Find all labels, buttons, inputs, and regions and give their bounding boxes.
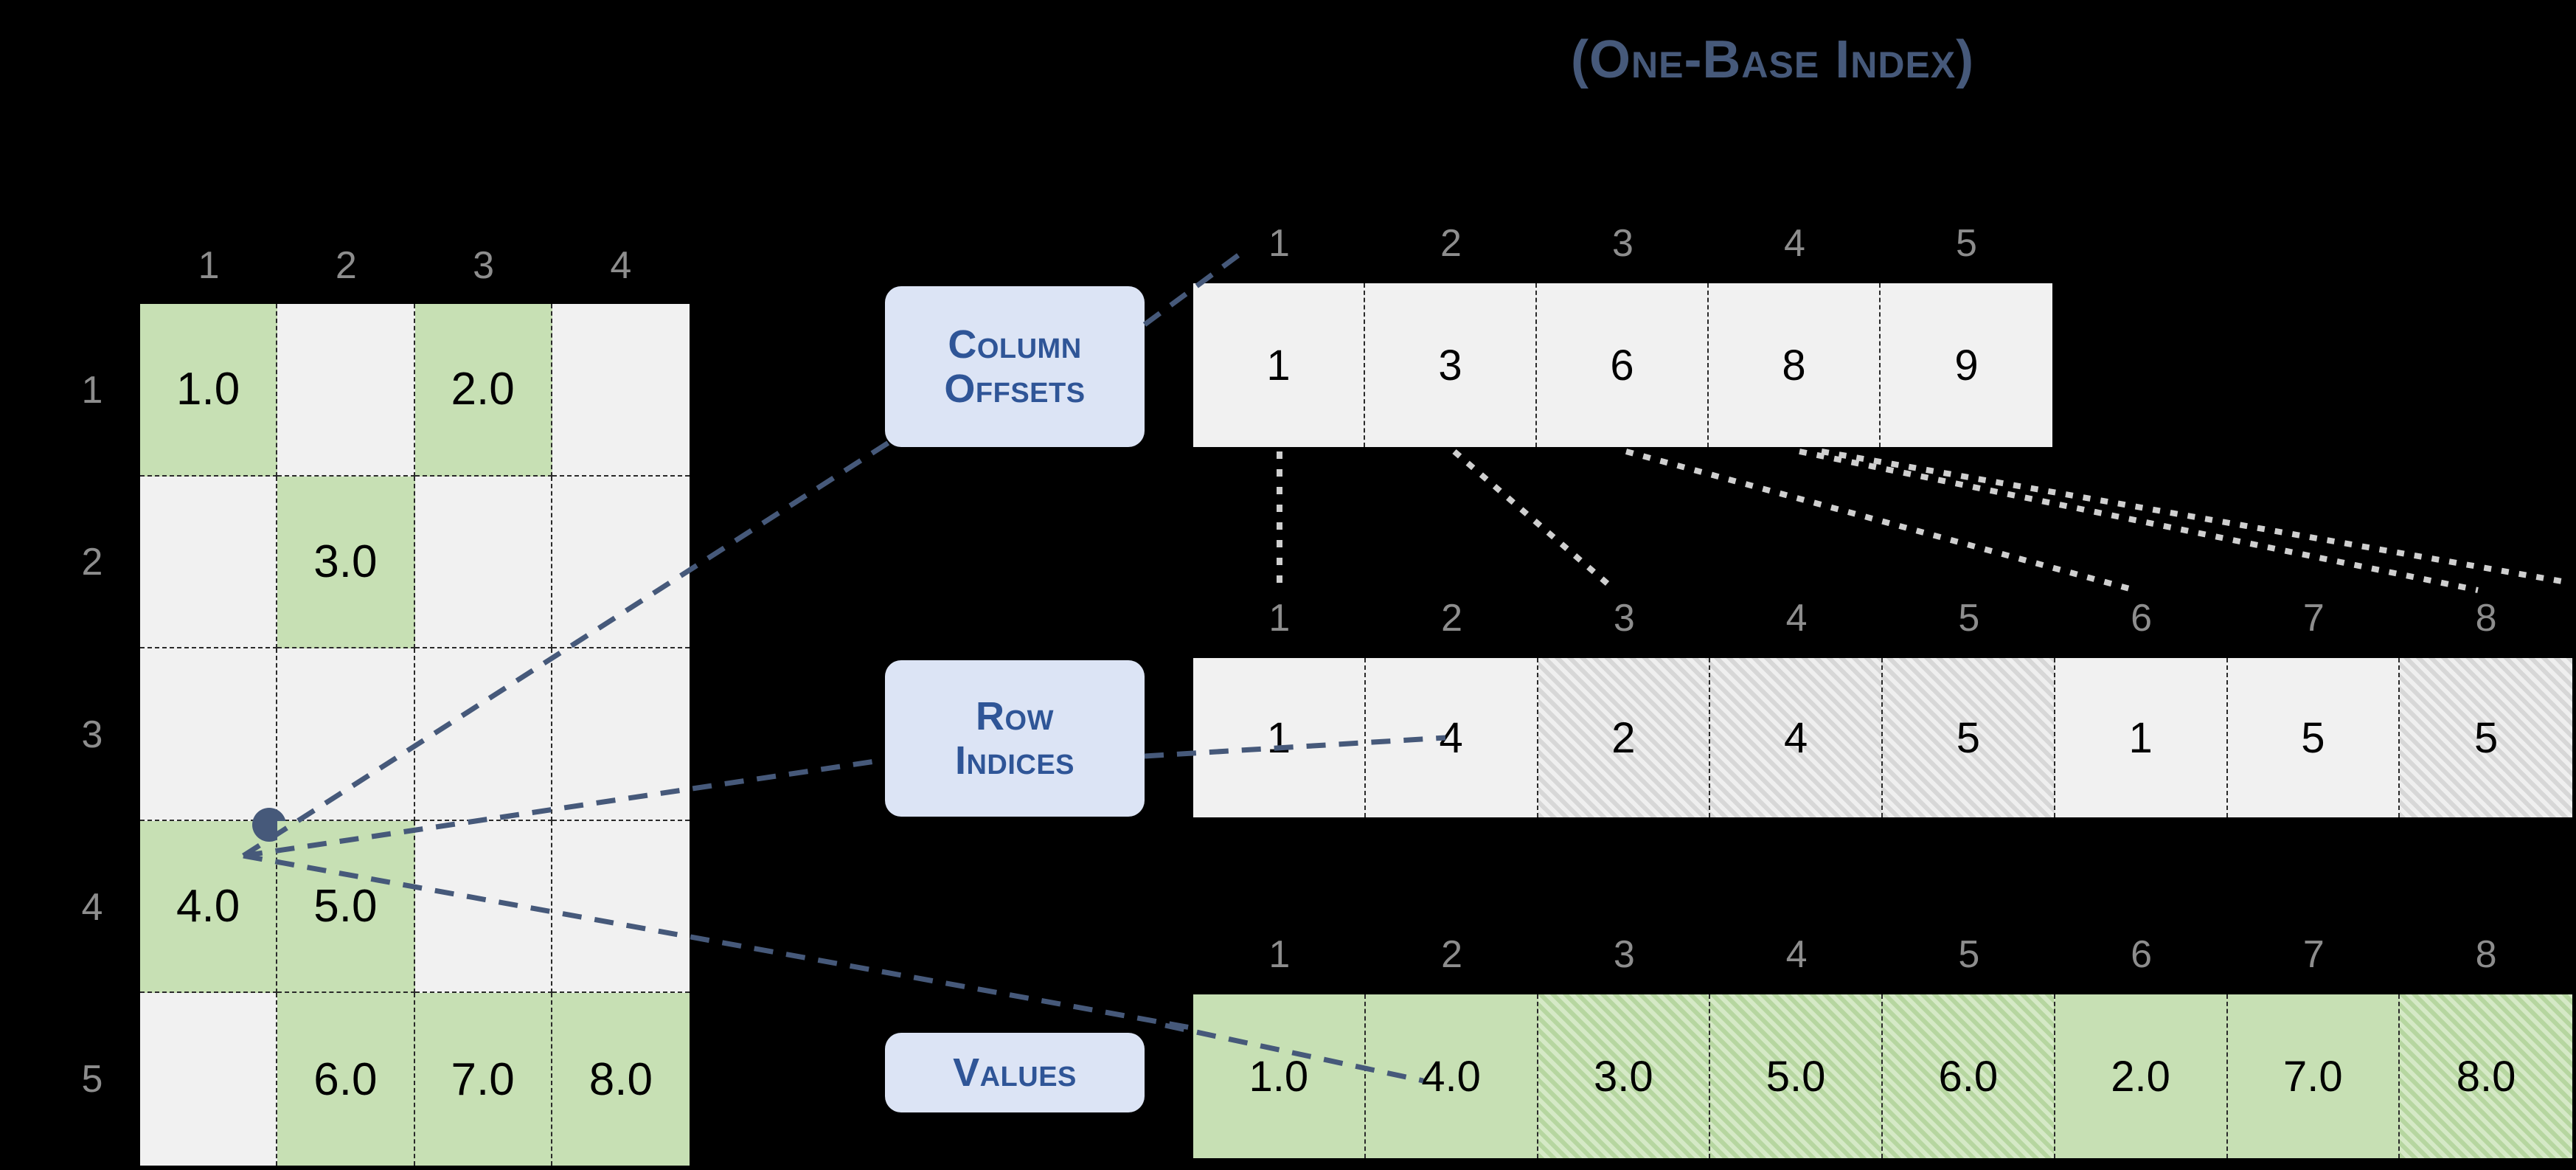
matrix-row-index-labels: 1 2 3 4 5 — [59, 304, 125, 1166]
matrix-cell-r5c2: 6.0 — [277, 993, 415, 1166]
row-indices-cell-2: 4 — [1366, 658, 1538, 817]
row-indices-cell-5: 5 — [1883, 658, 2055, 817]
values-cell-1: 1.0 — [1193, 994, 1366, 1158]
values-index-label-6: 6 — [2131, 933, 2153, 976]
matrix-cell-r4c1: 4.0 — [140, 807, 287, 994]
matrix-cell-r1c1: 1.0 — [140, 304, 278, 477]
values-cell-3: 3.0 — [1538, 994, 1711, 1158]
values-cell-2: 4.0 — [1366, 994, 1538, 1158]
offset-map-3 — [1625, 449, 2136, 593]
matrix-cell-r3c2 — [277, 648, 415, 821]
matrix-column-index-labels: 1 2 3 4 — [140, 243, 690, 288]
values-index-label-2: 2 — [1441, 933, 1463, 976]
matrix-row-label-1: 1 — [81, 368, 103, 412]
label-row-indices[interactable]: Row Indices — [885, 660, 1145, 817]
row-indices-cell-3: 2 — [1538, 658, 1711, 817]
label-row-indices-line2: Indices — [954, 738, 1075, 783]
row-indices-index-label-5: 5 — [1958, 597, 1980, 640]
values-cell-5: 6.0 — [1883, 994, 2055, 1158]
offset-map-2 — [1452, 449, 1617, 593]
column-offsets-index-label-5: 5 — [1956, 222, 1977, 265]
matrix-cell-r4c2: 5.0 — [277, 820, 415, 994]
label-row-indices-line1: Row — [976, 693, 1054, 738]
values-index-labels: 1 2 3 4 5 6 7 8 — [1193, 932, 2572, 977]
matrix-row-label-2: 2 — [81, 541, 103, 584]
column-offsets-cell-1: 1 — [1193, 283, 1365, 447]
column-offsets-cell-5: 9 — [1954, 341, 1979, 390]
matrix-cell-r5c4: 8.0 — [552, 993, 690, 1166]
column-offsets-index-label-3: 3 — [1612, 222, 1634, 265]
matrix-col-label-2: 2 — [335, 244, 357, 287]
offset-map-4 — [1799, 449, 2479, 593]
matrix-cell-r2c1 — [140, 476, 278, 649]
matrix-col-label-1: 1 — [198, 244, 220, 287]
label-values-line1: Values — [953, 1050, 1077, 1095]
row-indices-index-label-1: 1 — [1268, 597, 1291, 640]
matrix-col-label-4: 4 — [610, 244, 632, 287]
matrix-cell-r5c1 — [140, 993, 278, 1166]
matrix-row-label-5: 5 — [81, 1058, 103, 1101]
row-indices-cell-1: 1 — [1193, 658, 1366, 817]
page-title: (One-Base Index) — [1571, 30, 1975, 89]
values-index-label-4: 4 — [1785, 933, 1808, 976]
row-indices-index-label-6: 6 — [2131, 597, 2153, 640]
label-column-offsets-line1: Column — [948, 322, 1082, 367]
matrix-cell-r1c2 — [277, 304, 415, 477]
values-index-label-8: 8 — [2475, 933, 2497, 976]
matrix-cell-r1c4 — [552, 304, 690, 477]
column-offsets-cell-4: 8 — [1709, 283, 1881, 447]
row-indices-index-label-4: 4 — [1785, 597, 1808, 640]
label-column-offsets[interactable]: Column Offsets — [885, 286, 1145, 447]
matrix-cell-r3c3 — [414, 648, 552, 821]
matrix-cell-r1c3: 2.0 — [414, 304, 552, 477]
matrix-cell-r2c3 — [414, 476, 552, 649]
row-indices-index-label-7: 7 — [2302, 597, 2325, 640]
row-indices-cell-7: 5 — [2228, 658, 2400, 817]
values-cell-7: 7.0 — [2228, 994, 2400, 1158]
values-cell-6: 2.0 — [2055, 994, 2228, 1158]
column-offsets-index-labels: 1 2 3 4 5 — [1193, 221, 2052, 266]
values-index-label-5: 5 — [1958, 933, 1980, 976]
values-index-label-3: 3 — [1613, 933, 1635, 976]
matrix-cell-r3c4 — [552, 648, 690, 821]
matrix-cell-r3c1 — [140, 648, 278, 821]
column-offsets-index-label-4: 4 — [1784, 222, 1805, 265]
matrix-cell-r4c3 — [414, 820, 552, 994]
row-indices-index-label-3: 3 — [1613, 597, 1635, 640]
matrix-cell-r2c2: 3.0 — [277, 476, 415, 649]
values-cell-4: 5.0 — [1710, 994, 1883, 1158]
values-cell-8: 8.0 — [2400, 994, 2572, 1158]
matrix-cell-r4c4 — [552, 821, 690, 994]
matrix-row-label-4: 4 — [81, 885, 103, 929]
matrix-cell-r5c3: 7.0 — [414, 993, 552, 1166]
matrix-cell-r2c4 — [552, 477, 690, 649]
column-offsets-index-label-2: 2 — [1440, 222, 1462, 265]
offset-mapping-dotted-lines — [1277, 449, 2571, 593]
row-indices-index-labels: 1 2 3 4 5 6 7 8 — [1193, 596, 2572, 640]
row-indices-index-label-8: 8 — [2475, 597, 2497, 640]
column-offsets-index-label-1: 1 — [1268, 222, 1290, 265]
matrix-col-label-3: 3 — [473, 244, 495, 287]
values-index-label-7: 7 — [2302, 933, 2325, 976]
row-indices-cell-4: 4 — [1710, 658, 1883, 817]
offset-map-5 — [1821, 449, 2571, 586]
values-index-label-1: 1 — [1268, 933, 1291, 976]
matrix-row-label-3: 3 — [81, 713, 103, 756]
label-column-offsets-line2: Offsets — [944, 367, 1086, 411]
column-offsets-cell-3: 6 — [1537, 283, 1709, 447]
row-indices-index-label-2: 2 — [1441, 597, 1463, 640]
column-offsets-cell-2: 3 — [1365, 283, 1537, 447]
row-indices-cell-8: 5 — [2400, 658, 2572, 817]
label-values[interactable]: Values — [885, 1033, 1145, 1112]
row-indices-cell-6: 1 — [2055, 658, 2228, 817]
